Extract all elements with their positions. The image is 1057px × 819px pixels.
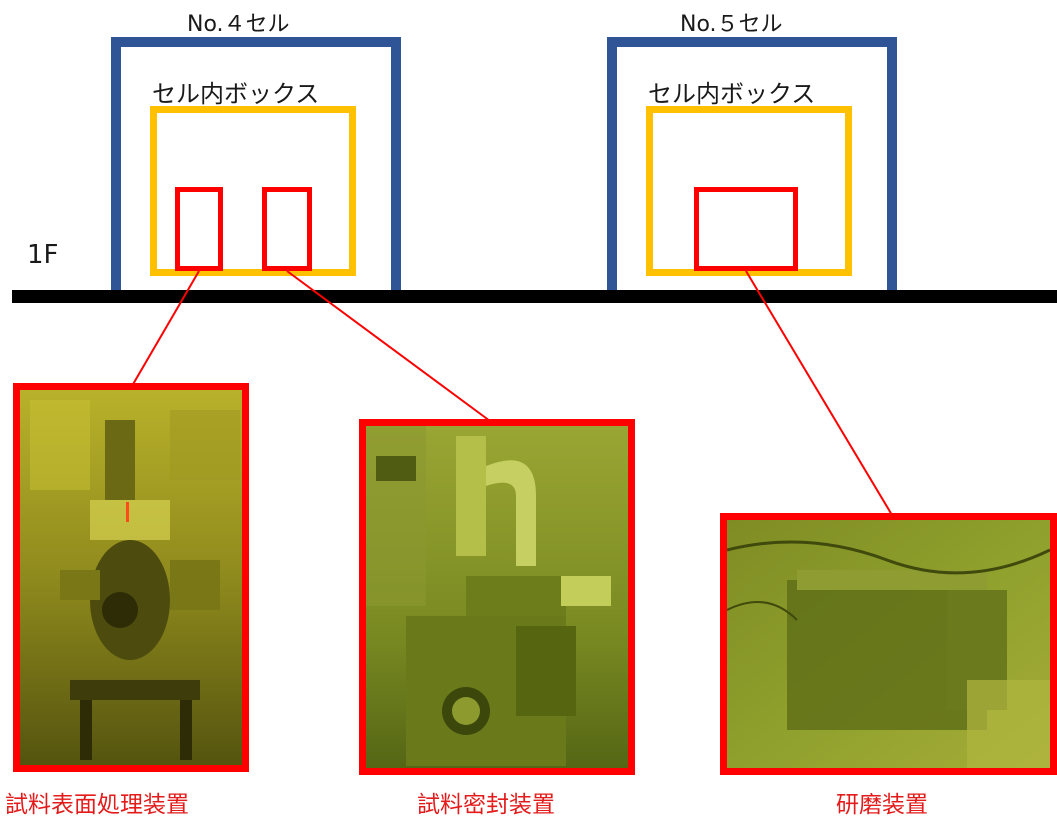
- cell-4-inner-box: [150, 106, 356, 276]
- cell-4-box-label: セル内ボックス: [152, 80, 320, 108]
- cell-5-frame: [607, 37, 897, 291]
- sealing-device-marker: [262, 187, 312, 271]
- cell-4-frame: [111, 37, 401, 291]
- polishing-device-photo: [720, 513, 1057, 775]
- cell-5-title: No.５セル: [680, 12, 783, 37]
- cell-5-box-label: セル内ボックス: [648, 80, 816, 108]
- leader-line-sealing: [286, 270, 491, 422]
- leader-line-polishing: [745, 270, 893, 516]
- cell-4-title: No.４セル: [187, 12, 290, 37]
- surface-treatment-device-marker: [175, 187, 223, 271]
- floor-line: [12, 290, 1057, 303]
- green-lit-equipment-photo-icon: [727, 520, 1050, 768]
- floor-label: 1F: [27, 240, 59, 270]
- polishing-device-marker: [694, 187, 798, 271]
- yellow-lit-equipment-photo-icon: [20, 390, 242, 765]
- sealing-device-photo: [359, 419, 635, 775]
- cell-5-inner-box: [646, 106, 852, 276]
- surface-treatment-device-photo: [13, 383, 249, 772]
- leader-line-surface-treatment: [131, 270, 200, 387]
- green-lit-equipment-photo-icon: [366, 426, 628, 768]
